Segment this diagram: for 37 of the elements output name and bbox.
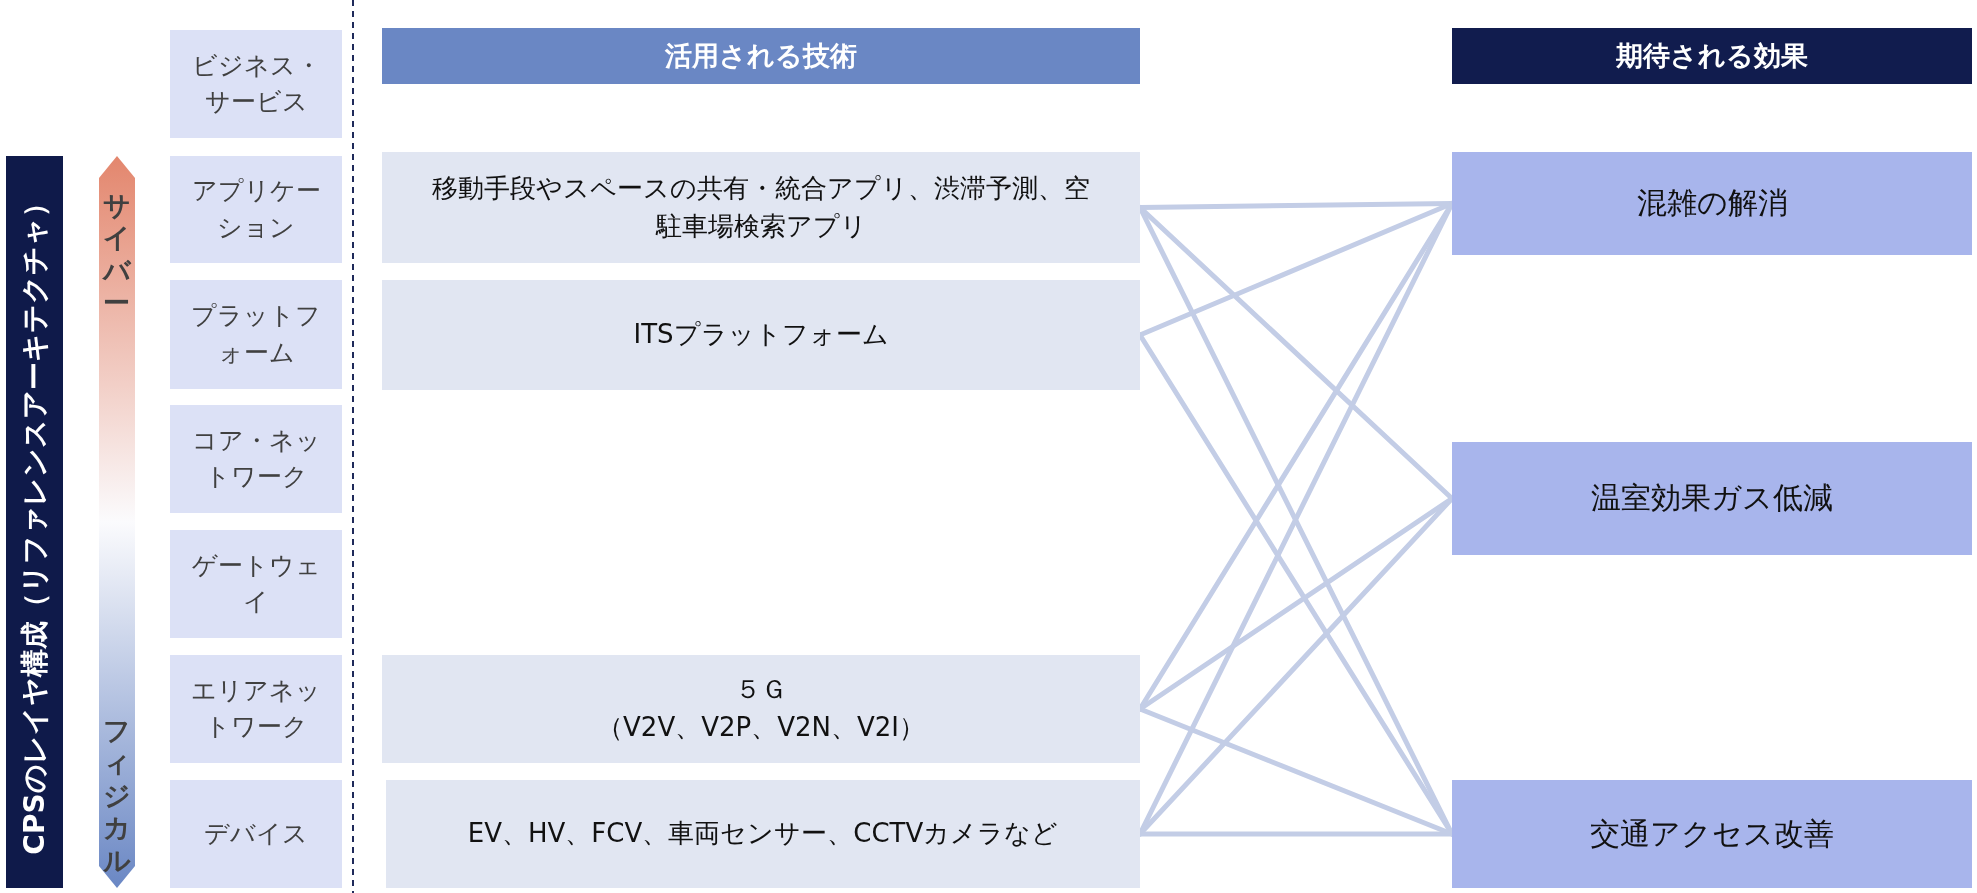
axis-label: フィジカル (103, 715, 130, 877)
layer-band (6, 156, 63, 888)
effect-text: 温室効果ガス低減 (1591, 479, 1833, 517)
effect-text: 混雑の解消 (1636, 184, 1788, 222)
technology-box (382, 152, 1140, 263)
layer-box (170, 655, 342, 763)
technology-text: 移動手段やスペースの共有・統合アプリ、渋滞予測、空駐車場検索アプリ (431, 171, 1091, 243)
effect-box (1452, 152, 1972, 255)
layer-name: エリアネットワーク (190, 674, 322, 743)
header-text: 期待される効果 (1616, 39, 1808, 73)
layer-box (170, 530, 342, 638)
technology-text: （V2V、V2P、V2N、V2I） (597, 711, 925, 744)
layer-name: プラットフォーム (190, 300, 322, 369)
layer-box (170, 780, 342, 888)
layer-box (170, 30, 342, 138)
effect-text: 交通アクセス改善 (1590, 814, 1834, 853)
technology-box (386, 780, 1140, 888)
technology-text: ５Ｇ (735, 673, 787, 707)
layer-name: アプリケーション (190, 175, 322, 244)
header-text: 活用される技術 (665, 39, 857, 73)
layer-name: コア・ネットワーク (190, 424, 322, 493)
effect-box (1452, 442, 1972, 555)
layer-name: ビジネス・サービス (190, 49, 322, 118)
column-header (1452, 28, 1972, 84)
technology-box (382, 280, 1140, 390)
technology-text: ITSプラットフォーム (633, 318, 889, 352)
band-title: CPSのレイヤ構成（リファレンスアーキテクチャ） (16, 188, 52, 857)
axis-label: サイバー (103, 190, 130, 320)
layer-name: ゲートウェイ (190, 549, 322, 618)
technology-box (382, 655, 1140, 763)
layer-name: デバイス (204, 817, 308, 850)
layer-box (170, 156, 342, 263)
layer-box (170, 280, 342, 389)
effect-box (1452, 780, 1972, 888)
technology-text: EV、HV、FCV、車両センサー、CCTVカメラなど (467, 817, 1059, 851)
layer-box (170, 405, 342, 513)
column-header (382, 28, 1140, 84)
